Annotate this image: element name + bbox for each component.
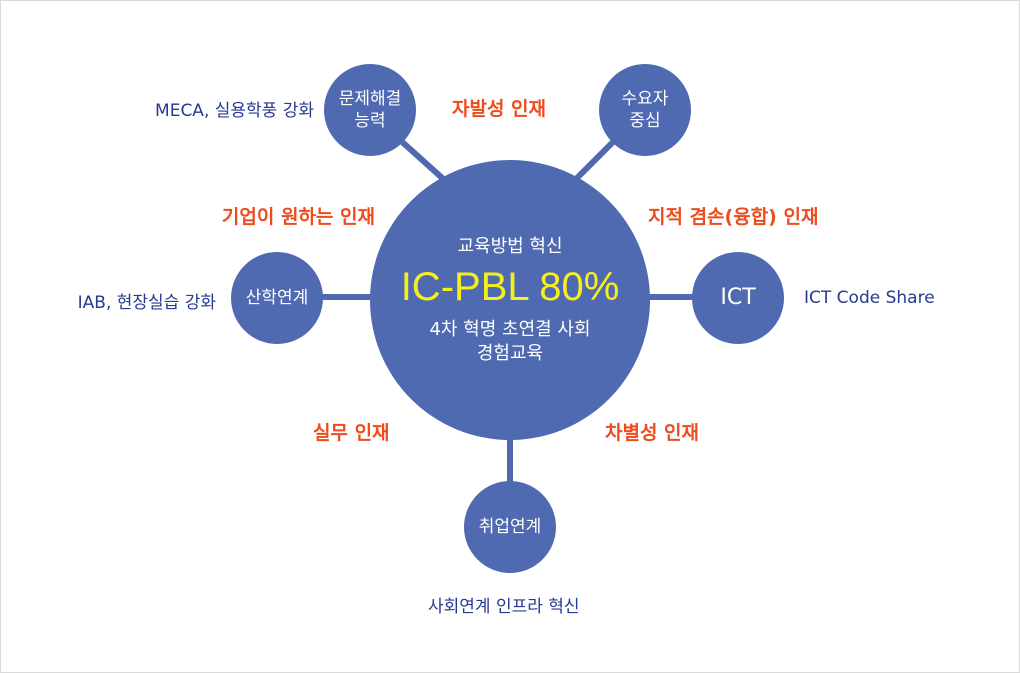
center-circle: 교육방법 혁신 IC-PBL 80% 4차 혁명 초연결 사회 경험교육 <box>370 160 650 440</box>
talent-knowledge: 지적 겸손(융합) 인재 <box>648 206 819 228</box>
center-headline: IC-PBL 80% <box>400 264 620 309</box>
note-job: 사회연계 인프라 혁신 <box>428 597 580 617</box>
center-top-text: 교육방법 혁신 <box>457 235 563 257</box>
center-line2: 경험교육 <box>476 342 544 364</box>
talent-self: 자발성 인재 <box>452 98 547 120</box>
talent-corporate: 기업이 원하는 인재 <box>221 206 375 228</box>
node-demand-line1: 수요자 <box>621 89 669 109</box>
node-problem-line1: 문제해결 <box>338 89 402 109</box>
node-ict: ICT <box>692 252 784 344</box>
talent-distinct: 차별성 인재 <box>605 422 700 444</box>
node-job-label: 취업연계 <box>478 517 542 537</box>
node-demand-line2: 중심 <box>629 111 661 131</box>
node-job: 취업연계 <box>464 481 556 573</box>
node-problem-line2: 능력 <box>354 111 386 131</box>
talent-practical: 실무 인재 <box>313 422 390 444</box>
node-industry-label: 산학연계 <box>245 288 309 308</box>
node-industry: 산학연계 <box>231 252 323 344</box>
note-problem: MECA, 실용학풍 강화 <box>155 101 314 121</box>
node-ict-label: ICT <box>720 285 756 310</box>
center-line1: 4차 혁명 초연결 사회 <box>429 318 591 340</box>
node-demand-centered: 수요자 중심 <box>599 64 691 156</box>
node-problem-solving: 문제해결 능력 <box>324 64 416 156</box>
note-ict: ICT Code Share <box>804 288 935 308</box>
note-industry: IAB, 현장실습 강화 <box>77 293 216 313</box>
